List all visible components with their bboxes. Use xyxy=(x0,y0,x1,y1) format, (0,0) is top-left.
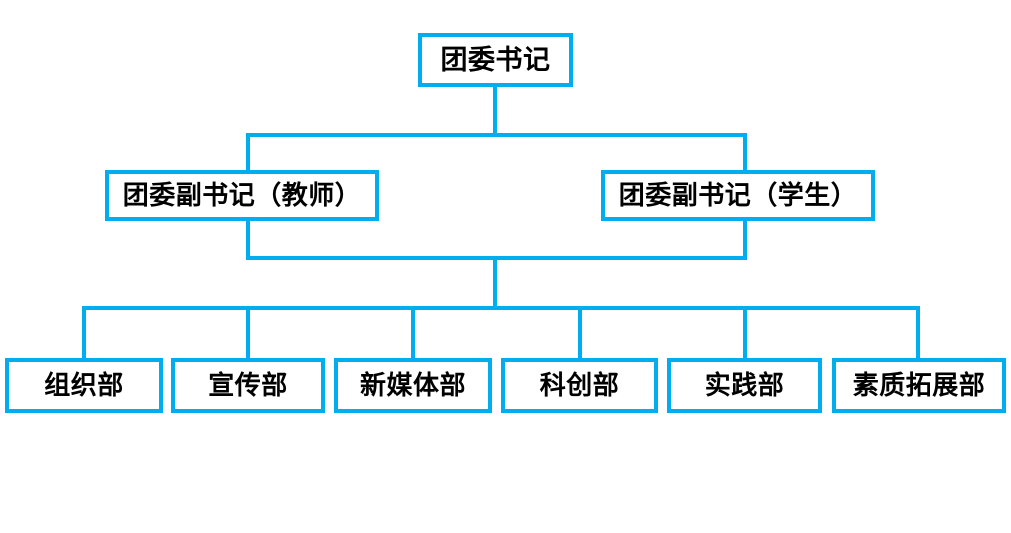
org-node-department-1-label: 宣传部 xyxy=(208,370,288,401)
org-node-department-0-label: 组织部 xyxy=(44,370,124,401)
connector-department-drop-5 xyxy=(916,306,920,360)
connector-department-drop-3 xyxy=(578,306,582,360)
org-node-root[interactable]: 团委书记 xyxy=(418,33,573,87)
connector-level2-bus xyxy=(246,133,747,137)
connector-department-drop-2 xyxy=(411,306,415,360)
org-node-department-5-label: 素质拓展部 xyxy=(852,370,986,401)
connector-level2-left-drop xyxy=(246,133,250,173)
org-node-department-5[interactable]: 素质拓展部 xyxy=(832,358,1006,413)
connector-department-drop-0 xyxy=(82,306,86,360)
org-node-department-2-label: 新媒体部 xyxy=(359,370,466,401)
org-node-department-4[interactable]: 实践部 xyxy=(667,358,822,413)
org-node-department-3-label: 科创部 xyxy=(539,370,620,401)
connector-deputy-student-riser xyxy=(743,220,747,260)
org-node-root-label: 团委书记 xyxy=(440,44,551,76)
org-node-deputy-student-label: 团委副书记（学生） xyxy=(618,180,858,211)
connector-departments-bus xyxy=(82,306,920,310)
connector-departments-stem xyxy=(493,256,497,310)
connector-root-stem xyxy=(493,86,497,136)
org-node-deputy-teacher-label: 团委副书记（教师） xyxy=(122,180,362,211)
connector-level2-right-drop xyxy=(743,133,747,173)
connector-department-drop-1 xyxy=(246,306,250,360)
connector-deputy-teacher-riser xyxy=(246,220,250,260)
org-node-department-4-label: 实践部 xyxy=(704,370,785,401)
org-node-department-2[interactable]: 新媒体部 xyxy=(334,358,492,413)
org-node-deputy-student[interactable]: 团委副书记（学生） xyxy=(601,170,875,221)
org-node-department-1[interactable]: 宣传部 xyxy=(171,358,325,413)
org-node-deputy-teacher[interactable]: 团委副书记（教师） xyxy=(105,170,379,221)
connector-department-drop-4 xyxy=(743,306,747,360)
org-node-department-0[interactable]: 组织部 xyxy=(5,358,163,413)
org-node-department-3[interactable]: 科创部 xyxy=(501,358,658,413)
